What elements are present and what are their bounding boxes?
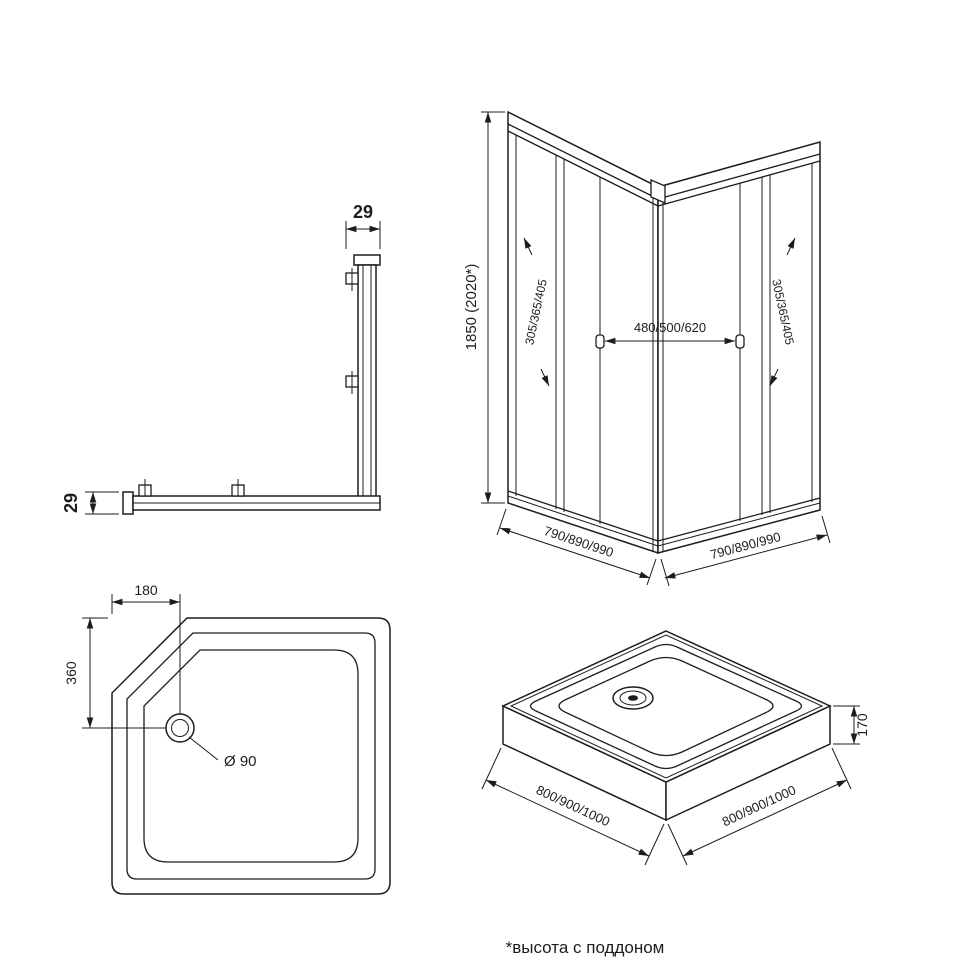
dimension-tray-height: 170	[833, 705, 870, 745]
drain	[612, 686, 654, 710]
door-handle-right	[735, 334, 745, 349]
dim-label-drain-diameter: Ø 90	[224, 753, 257, 770]
right-glass-wall	[657, 141, 821, 554]
dim-label-180: 180	[134, 582, 158, 598]
tray-outline	[111, 617, 391, 895]
corner-profile-drawing: 29 29	[61, 202, 381, 515]
dimension-drain-offset-x: 180	[111, 582, 181, 714]
roller-bracket	[345, 371, 359, 394]
enclosure-drawing: 1850 (2020*) 305/365/405 305/365/405 480…	[463, 110, 831, 587]
dimension-drain-offset-y: 360	[63, 617, 166, 729]
dim-label-tray-height: 170	[854, 713, 870, 737]
corner-bracket	[650, 179, 666, 204]
corner-post	[650, 179, 666, 551]
horizontal-profile	[122, 479, 381, 515]
dim-label-height: 1850 (2020*)	[463, 264, 480, 351]
dimension-height: 1850 (2020*)	[463, 111, 505, 504]
roller-bracket	[138, 479, 152, 497]
roller-bracket	[231, 479, 245, 497]
dim-label-29-side: 29	[61, 493, 81, 513]
dim-label-360: 360	[63, 661, 79, 685]
dim-label-entry-width: 480/500/620	[634, 320, 706, 335]
dimension-profile-width-side: 29	[61, 491, 119, 515]
dimension-entry-width: 480/500/620	[605, 320, 735, 345]
dimension-profile-width-top: 29	[345, 202, 381, 249]
dim-label-29-top: 29	[353, 202, 373, 222]
vertical-profile	[345, 254, 381, 507]
tray-top-view-drawing: Ø 90 180 360	[63, 582, 391, 895]
tray-perspective-drawing: 170 800/900/1000 800/900/1000	[481, 630, 870, 866]
door-handle-left	[595, 334, 605, 349]
tray-floor	[558, 656, 774, 757]
roller-bracket	[345, 268, 359, 291]
tray-rim	[529, 643, 803, 770]
left-glass-wall	[507, 110, 659, 555]
footnote: *высота с поддоном	[505, 938, 665, 957]
